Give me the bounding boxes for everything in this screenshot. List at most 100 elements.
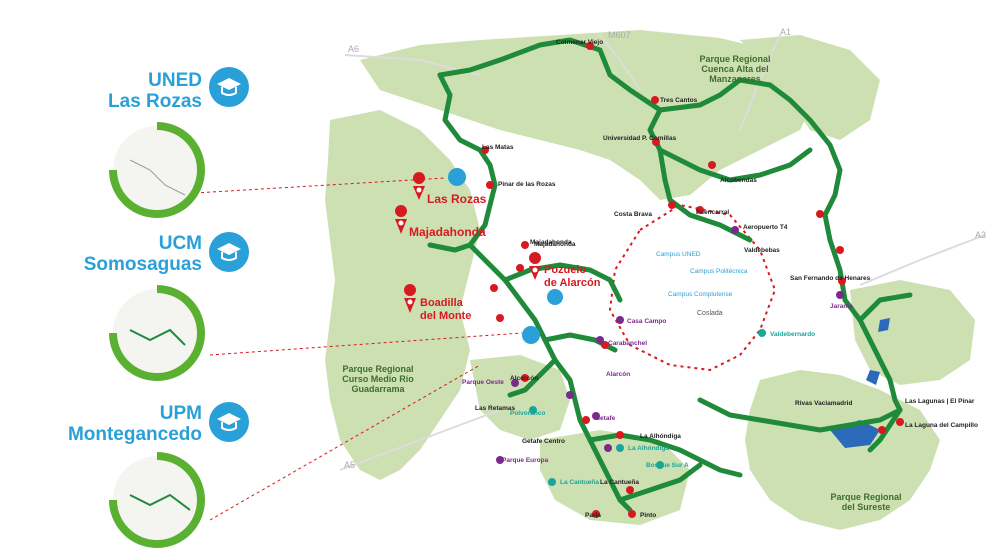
svg-text:Majadahonda: Majadahonda bbox=[530, 239, 572, 246]
station-labels: Colmenar Viejo Tres Cantos Universidad P… bbox=[475, 39, 978, 519]
svg-text:Universidad P. Comillas: Universidad P. Comillas bbox=[603, 135, 677, 142]
svg-text:Las Rozas: Las Rozas bbox=[427, 192, 487, 206]
svg-text:Polvoranco: Polvoranco bbox=[510, 410, 545, 417]
route-ext-right bbox=[857, 292, 913, 323]
ucm-title-line2: Somosaguas bbox=[83, 254, 202, 275]
svg-text:Tres Cantos: Tres Cantos bbox=[660, 97, 698, 104]
svg-text:Parla: Parla bbox=[585, 512, 601, 519]
svg-text:Parque Regional: Parque Regional bbox=[830, 492, 901, 502]
route-bottom-loop bbox=[617, 462, 703, 503]
svg-text:Aeropuerto T4: Aeropuerto T4 bbox=[743, 224, 788, 231]
svg-text:Parque Europa: Parque Europa bbox=[502, 457, 549, 464]
route-west-south bbox=[467, 242, 558, 398]
teal-labels: Valdebernardo Polvoranco La Alhóndiga La… bbox=[510, 331, 815, 486]
campus-marker-las-rozas[interactable] bbox=[448, 168, 466, 186]
inset-uned[interactable] bbox=[109, 122, 205, 218]
metro-markers bbox=[496, 226, 844, 464]
svg-text:Bosque Sur A: Bosque Sur A bbox=[646, 462, 689, 469]
park-areas bbox=[325, 30, 975, 530]
svg-text:La Laguna del Campillo: La Laguna del Campillo bbox=[905, 422, 978, 429]
road-label-a6: A6 bbox=[348, 44, 359, 54]
svg-text:Campus Politécnica: Campus Politécnica bbox=[690, 268, 748, 275]
route-inner-west bbox=[502, 262, 623, 303]
park-titles: Parque Regional Cuenca Alta del Manzanar… bbox=[342, 54, 901, 512]
park-south-small bbox=[470, 355, 570, 440]
svg-text:Curso Medio Río: Curso Medio Río bbox=[342, 374, 414, 384]
svg-text:Costa Brava: Costa Brava bbox=[614, 211, 652, 218]
station-markers bbox=[481, 42, 904, 518]
svg-text:Valdebebas: Valdebebas bbox=[744, 247, 780, 254]
pin-las-rozas[interactable]: Las Rozas bbox=[413, 172, 487, 206]
road-labels: A6 M607 A1 A5 A3 bbox=[344, 27, 986, 470]
graduation-cap-icon bbox=[209, 67, 249, 107]
green-ring-routes bbox=[427, 37, 913, 513]
metro-labels: Casa Campo Carabanchel Alarcón Parque Oe… bbox=[462, 303, 853, 464]
svg-text:Guadarrama: Guadarrama bbox=[351, 384, 405, 394]
inner-campus-labels: Campus UNED Campus Politécnica Campus Co… bbox=[656, 251, 748, 298]
svg-text:Parque Regional: Parque Regional bbox=[342, 364, 413, 374]
svg-text:Jarama: Jarama bbox=[830, 303, 853, 310]
svg-text:Majadahonda: Majadahonda bbox=[534, 241, 576, 248]
ucm-title: UCM Somosaguas bbox=[80, 233, 202, 275]
svg-text:del Sureste: del Sureste bbox=[842, 502, 891, 512]
madrid-label: Coslada bbox=[697, 310, 723, 317]
road-label-a5: A5 bbox=[344, 460, 355, 470]
svg-text:Manzanares: Manzanares bbox=[709, 74, 761, 84]
upm-title-line1: UPM bbox=[159, 403, 202, 424]
svg-text:La Alhóndiga: La Alhóndiga bbox=[628, 445, 669, 452]
upm-title-line2: Montegancedo bbox=[67, 424, 202, 445]
map-campus-icons bbox=[448, 168, 563, 344]
svg-text:Valdebernardo: Valdebernardo bbox=[770, 331, 815, 338]
svg-text:Campus Complutense: Campus Complutense bbox=[668, 291, 733, 298]
svg-text:Rivas Vaciamadrid: Rivas Vaciamadrid bbox=[795, 400, 852, 407]
pin-boadilla[interactable]: Boadilla del Monte bbox=[404, 284, 471, 322]
route-northeast bbox=[657, 77, 863, 323]
svg-text:Las Retamas: Las Retamas bbox=[475, 405, 515, 412]
svg-text:Parque Regional: Parque Regional bbox=[699, 54, 770, 64]
route-west bbox=[427, 72, 498, 253]
svg-text:San Fernando de Henares: San Fernando de Henares bbox=[790, 275, 871, 282]
inset-upm[interactable] bbox=[109, 452, 205, 548]
teal-markers bbox=[529, 329, 766, 486]
svg-text:Casa Campo: Casa Campo bbox=[627, 318, 666, 325]
svg-text:Getafe: Getafe bbox=[595, 415, 616, 422]
route-east-loop bbox=[657, 147, 813, 183]
pin-pozuelo[interactable]: Pozuelo de Alarcón bbox=[529, 252, 601, 289]
svg-text:La Cantueña: La Cantueña bbox=[560, 479, 599, 486]
park-bottom bbox=[540, 430, 690, 525]
park-cuenca-alta bbox=[360, 30, 820, 200]
svg-text:Carabanchel: Carabanchel bbox=[608, 340, 647, 347]
svg-text:Cuenca Alta del: Cuenca Alta del bbox=[701, 64, 768, 74]
road-label-a3: A3 bbox=[975, 230, 986, 240]
road-label-m607: M607 bbox=[608, 30, 631, 40]
svg-text:Pozuelo: Pozuelo bbox=[544, 264, 586, 276]
svg-text:Boadilla: Boadilla bbox=[420, 297, 464, 309]
route-inner-north bbox=[657, 147, 753, 243]
graduation-cap-icon bbox=[209, 402, 249, 442]
svg-text:Majadahonda: Majadahonda bbox=[409, 225, 486, 239]
uned-title-line2: Las Rozas bbox=[108, 91, 202, 112]
route-southeast bbox=[697, 397, 903, 433]
campus-marker-pozuelo[interactable] bbox=[547, 289, 563, 305]
madrid-boundary bbox=[608, 203, 777, 372]
svg-text:Alcobendas: Alcobendas bbox=[720, 177, 757, 184]
svg-text:Las Lagunas | El Pinar: Las Lagunas | El Pinar bbox=[905, 398, 975, 405]
svg-text:Pinto: Pinto bbox=[640, 512, 656, 519]
svg-text:Las Matas: Las Matas bbox=[482, 144, 514, 151]
upm-title: UPM Montegancedo bbox=[60, 403, 202, 445]
campus-marker-somosaguas[interactable] bbox=[522, 326, 540, 344]
route-east-south bbox=[857, 317, 903, 453]
svg-text:Pinar de las Rozas: Pinar de las Rozas bbox=[498, 181, 556, 188]
campus-insets bbox=[109, 122, 205, 548]
uned-title-line1: UNED bbox=[148, 70, 202, 91]
svg-text:La Cantueña: La Cantueña bbox=[600, 479, 639, 486]
svg-text:de Alarcón: de Alarcón bbox=[544, 277, 601, 289]
pin-majadahonda[interactable]: Majadahonda bbox=[395, 205, 486, 239]
park-sureste bbox=[745, 370, 940, 530]
inset-ucm[interactable] bbox=[109, 285, 205, 381]
svg-text:Fuencarral: Fuencarral bbox=[696, 209, 729, 216]
svg-text:Alcorcón: Alcorcón bbox=[510, 375, 538, 382]
svg-text:del Monte: del Monte bbox=[420, 310, 471, 322]
connector-lines bbox=[194, 177, 523, 521]
